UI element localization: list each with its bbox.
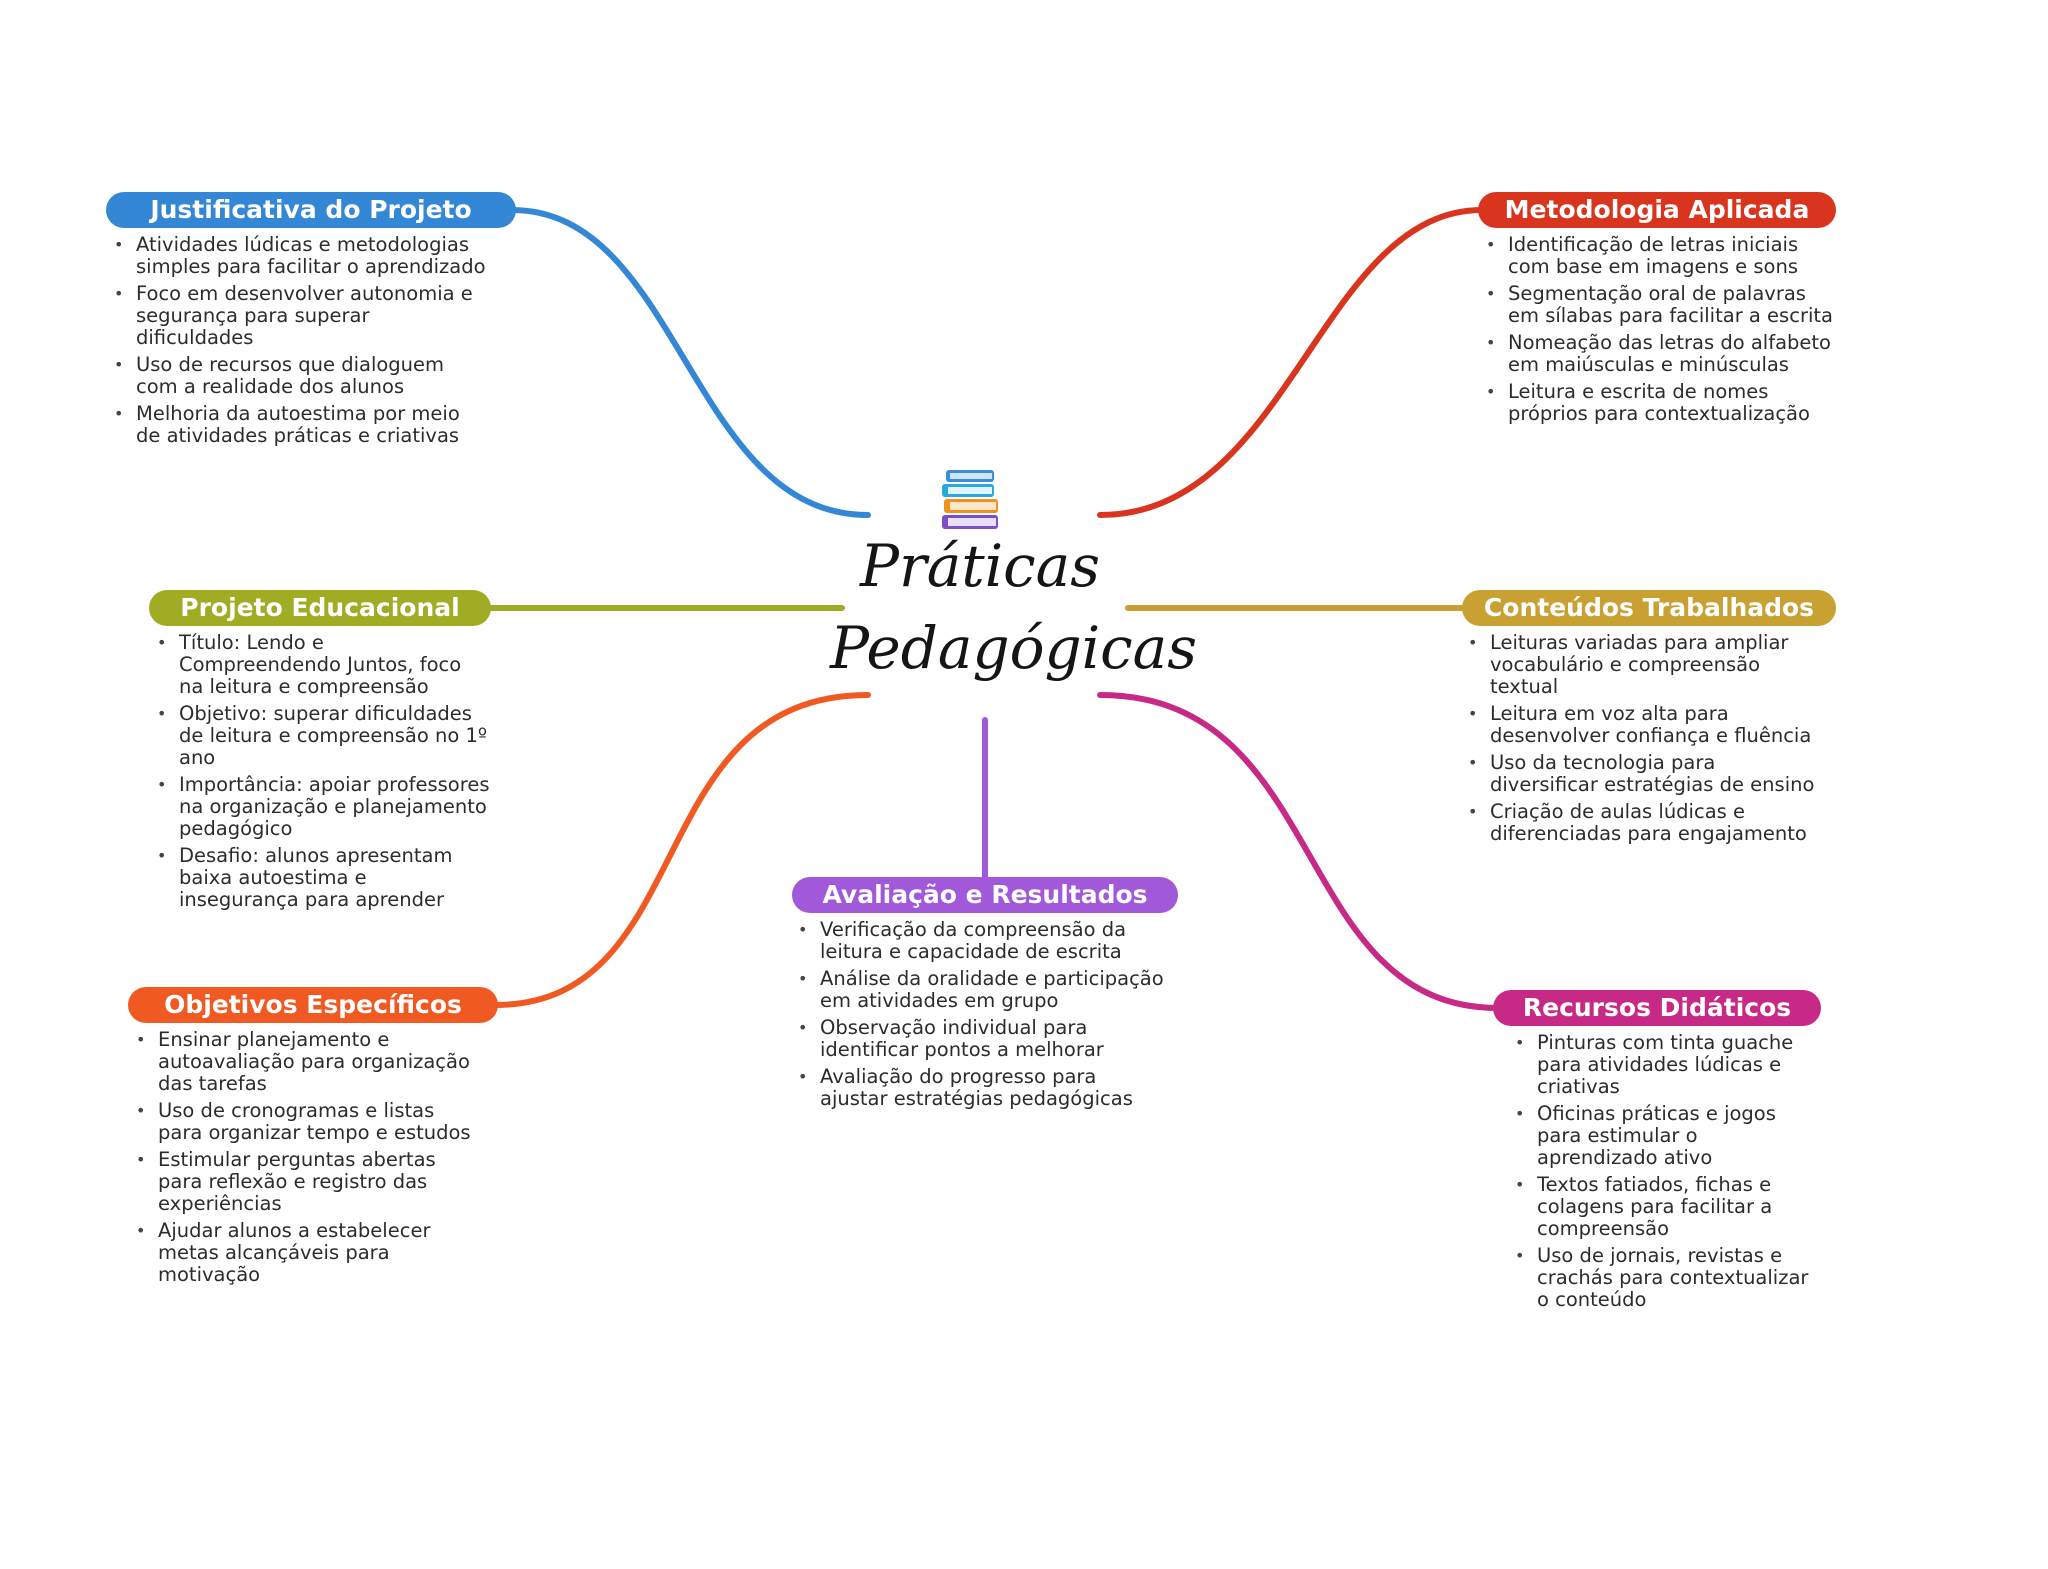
list-item: Leitura e escrita de nomes próprios para… bbox=[1484, 381, 1839, 425]
branch-title-objetivos[interactable]: Objetivos Específicos bbox=[128, 987, 498, 1023]
branch-title-recursos[interactable]: Recursos Didáticos bbox=[1493, 990, 1821, 1026]
list-item: Objetivo: superar dificuldades de leitur… bbox=[155, 703, 490, 769]
list-item: Foco em desenvolver autonomia e seguranç… bbox=[112, 283, 487, 349]
branch-avaliacao: Avaliação e Resultados Verificação da co… bbox=[792, 877, 1178, 1115]
branch-title-metodologia[interactable]: Metodologia Aplicada bbox=[1478, 192, 1836, 228]
branch-list-conteudos: Leituras variadas para ampliar vocabulár… bbox=[1466, 632, 1826, 845]
branch-title-avaliacao[interactable]: Avaliação e Resultados bbox=[792, 877, 1178, 913]
list-item: Ajudar alunos a estabelecer metas alcanç… bbox=[134, 1220, 484, 1286]
list-item: Criação de aulas lúdicas e diferenciadas… bbox=[1466, 801, 1826, 845]
list-item: Ensinar planejamento e autoavaliação par… bbox=[134, 1029, 484, 1095]
branch-list-metodologia: Identificação de letras iniciais com bas… bbox=[1484, 234, 1839, 425]
branch-list-projeto: Título: Lendo e Compreendendo Juntos, fo… bbox=[155, 632, 490, 911]
branch-recursos: Recursos Didáticos Pinturas com tinta gu… bbox=[1493, 990, 1823, 1316]
branch-metodologia: Metodologia Aplicada Identificação de le… bbox=[1478, 192, 1838, 430]
list-item: Atividades lúdicas e metodologias simple… bbox=[112, 234, 487, 278]
branch-objetivos: Objetivos Específicos Ensinar planejamen… bbox=[128, 987, 498, 1291]
books-icon bbox=[942, 470, 998, 529]
branch-title-conteudos[interactable]: Conteúdos Trabalhados bbox=[1462, 590, 1836, 626]
branch-list-objetivos: Ensinar planejamento e autoavaliação par… bbox=[134, 1029, 484, 1286]
branch-justificativa: Justificativa do Projeto Atividades lúdi… bbox=[106, 192, 516, 452]
branch-title-justificativa[interactable]: Justificativa do Projeto bbox=[106, 192, 516, 228]
branch-list-justificativa: Atividades lúdicas e metodologias simple… bbox=[112, 234, 487, 447]
list-item: Nomeação das letras do alfabeto em maiús… bbox=[1484, 332, 1839, 376]
connector-justificativa bbox=[509, 207, 871, 518]
branch-conteudos: Conteúdos Trabalhados Leituras variadas … bbox=[1462, 590, 1836, 850]
branch-list-avaliacao: Verificação da compreensão da leitura e … bbox=[796, 919, 1166, 1110]
list-item: Verificação da compreensão da leitura e … bbox=[796, 919, 1166, 963]
list-item: Uso de cronogramas e listas para organiz… bbox=[134, 1100, 484, 1144]
list-item: Avaliação do progresso para ajustar estr… bbox=[796, 1066, 1166, 1110]
list-item: Segmentação oral de palavras em sílabas … bbox=[1484, 283, 1839, 327]
list-item: Observação individual para identificar p… bbox=[796, 1017, 1166, 1061]
connector-recursos bbox=[1097, 692, 1501, 1011]
list-item: Uso de recursos que dialoguem com a real… bbox=[112, 354, 487, 398]
list-item: Estimular perguntas abertas para reflexã… bbox=[134, 1149, 484, 1215]
central-topic-line2: Pedagógicas bbox=[830, 614, 1198, 682]
branch-projeto: Projeto Educacional Título: Lendo e Comp… bbox=[149, 590, 491, 916]
central-topic-line1: Práticas bbox=[859, 532, 1100, 600]
central-topic: Práticas Pedagógicas bbox=[830, 525, 1198, 689]
list-item: Análise da oralidade e participação em a… bbox=[796, 968, 1166, 1012]
branch-list-recursos: Pinturas com tinta guache para atividade… bbox=[1513, 1032, 1813, 1311]
connector-metodologia bbox=[1097, 207, 1485, 518]
list-item: Identificação de letras iniciais com bas… bbox=[1484, 234, 1839, 278]
list-item: Textos fatiados, fichas e colagens para … bbox=[1513, 1174, 1813, 1240]
connector-objetivos bbox=[492, 692, 871, 1008]
list-item: Leitura em voz alta para desenvolver con… bbox=[1466, 703, 1826, 747]
list-item: Oficinas práticas e jogos para estimular… bbox=[1513, 1103, 1813, 1169]
list-item: Pinturas com tinta guache para atividade… bbox=[1513, 1032, 1813, 1098]
list-item: Melhoria da autoestima por meio de ativi… bbox=[112, 403, 487, 447]
list-item: Uso da tecnologia para diversificar estr… bbox=[1466, 752, 1826, 796]
branch-title-projeto[interactable]: Projeto Educacional bbox=[149, 590, 491, 626]
list-item: Importância: apoiar professores na organ… bbox=[155, 774, 490, 840]
list-item: Desafio: alunos apresentam baixa autoest… bbox=[155, 845, 490, 911]
list-item: Leituras variadas para ampliar vocabulár… bbox=[1466, 632, 1826, 698]
list-item: Título: Lendo e Compreendendo Juntos, fo… bbox=[155, 632, 490, 698]
list-item: Uso de jornais, revistas e crachás para … bbox=[1513, 1245, 1813, 1311]
